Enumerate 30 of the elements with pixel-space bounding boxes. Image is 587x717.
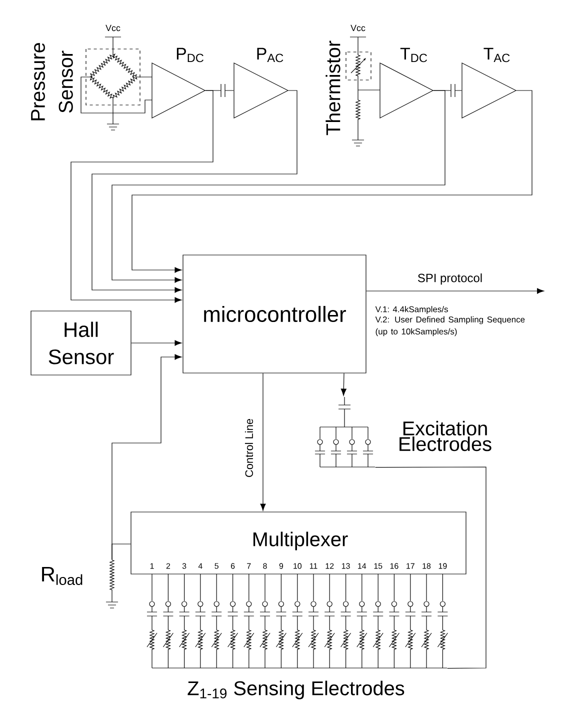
supply-label: Vcc <box>106 24 120 32</box>
resistor-label: R$_{load}$ <box>42 566 82 585</box>
electrode-array <box>146 574 448 668</box>
electrode-label: Z$_{1-19}$ Sensing Electrodes <box>188 680 404 700</box>
connector <box>92 90 298 293</box>
controller-box: microcontroller <box>182 254 366 374</box>
resistor <box>109 560 115 590</box>
note-text: V.1: 4.4kSamples/s <box>375 306 448 314</box>
edge-label: Control Line <box>244 418 254 477</box>
connector <box>112 90 446 283</box>
supply-label: Vcc <box>350 24 366 32</box>
sensor-label: Thermistor <box>326 40 340 136</box>
connector <box>260 373 266 511</box>
amplifier-label: P$_{AC}$ <box>257 48 284 62</box>
amplifier-label: T$_{DC}$ <box>400 48 428 62</box>
note-text: V.2: User Defined Sampling Sequence (up to 10kSamples/s) <box>375 316 525 336</box>
amplifier-label: P$_{DC}$ <box>176 48 204 62</box>
edge-label: SPI protocol <box>418 273 482 285</box>
connector <box>70 90 214 303</box>
connector <box>131 340 182 346</box>
connector <box>366 288 544 294</box>
electrode-label: Excitation Electrodes <box>400 420 492 452</box>
sensor-label: Pressure Sensor <box>31 43 73 120</box>
connector <box>132 90 532 273</box>
sensor-box: Hall Sensor <box>30 310 132 376</box>
connector <box>340 373 346 396</box>
amplifier-label: T$_{AC}$ <box>484 48 510 62</box>
connector <box>112 544 131 560</box>
connector <box>375 466 486 669</box>
electrode-array <box>314 396 376 468</box>
